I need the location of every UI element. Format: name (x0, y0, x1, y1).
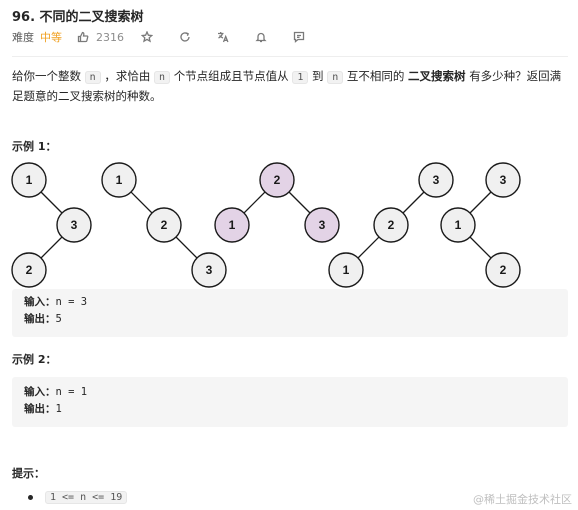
watermark: @稀土掘金技术社区 (473, 493, 572, 506)
bst-tree-3: 2 1 3 (214, 162, 340, 243)
tree-node-label: 2 (161, 218, 168, 232)
bst-tree-1: 1 3 2 (11, 162, 92, 288)
desc-text: ，求恰由 (104, 69, 151, 83)
tree-node-label: 2 (388, 218, 395, 232)
bst-tree-4: 3 2 1 (328, 162, 454, 288)
example-output-line: 输出：1 (24, 401, 556, 418)
bullet-icon (28, 495, 33, 500)
tree-node (485, 162, 521, 198)
output-value: 5 (55, 313, 62, 325)
tree-node-label: 2 (274, 173, 281, 187)
like-count: 2316 (96, 30, 124, 44)
tree-node (373, 207, 409, 243)
difficulty-value: 中等 (40, 31, 62, 44)
tree-node (101, 162, 137, 198)
desc-text: 给你一个整数 (12, 69, 81, 83)
example-output-line: 输出：5 (24, 311, 556, 328)
tree-node-label: 1 (26, 173, 33, 187)
input-key: 输入： (24, 296, 56, 308)
tree-node-label: 3 (433, 173, 440, 187)
bst-diagram: 1 3 2 1 2 3 2 1 3 3 2 1 (11, 162, 521, 288)
tree-node-label: 3 (319, 218, 326, 232)
problem-description: 给你一个整数 n ，求恰由 n 个节点组成且节点值从 1 到 n 互不相同的 二… (12, 67, 568, 106)
tree-node (440, 207, 476, 243)
inline-code: n (154, 71, 171, 84)
tree-node (56, 207, 92, 243)
tree-node-label: 1 (116, 173, 123, 187)
inline-code: 1 (292, 71, 309, 84)
desc-text: 到 (312, 69, 324, 83)
desc-text: 个节点组成且节点值从 (173, 69, 289, 83)
tree-node-label: 1 (455, 218, 462, 232)
bst-tree-5: 3 1 2 (440, 162, 521, 288)
output-key: 输出： (24, 403, 56, 415)
tree-node-label: 2 (26, 263, 33, 277)
bell-icon[interactable] (254, 30, 268, 44)
thumbs-up-icon[interactable] (76, 30, 90, 44)
header-divider (12, 56, 568, 57)
problem-meta: 难度 中等 2316 (12, 29, 330, 45)
input-value: n = 3 (55, 296, 88, 308)
translate-icon[interactable] (216, 30, 230, 44)
tree-node (11, 252, 47, 288)
bst-tree-2: 1 2 3 (101, 162, 227, 288)
desc-bold: 二叉搜索树 (408, 69, 466, 83)
input-value: n = 1 (55, 386, 88, 398)
inline-code: n (84, 71, 101, 84)
problem-title: 96. 不同的二叉搜索树 (12, 10, 144, 25)
star-icon[interactable] (140, 30, 154, 44)
hint-item: 1 <= n <= 19 (28, 491, 128, 504)
example-1-io: 输入：n = 3 输出：5 (12, 289, 568, 337)
hint-constraint: 1 <= n <= 19 (45, 491, 128, 504)
tree-node-highlighted (304, 207, 340, 243)
tree-node-highlighted (259, 162, 295, 198)
tree-node (146, 207, 182, 243)
tree-node-label: 1 (229, 218, 236, 232)
tree-node-label: 3 (206, 263, 213, 277)
share-icon[interactable] (178, 30, 192, 44)
comment-icon[interactable] (292, 30, 306, 44)
example-1-label: 示例 1： (12, 140, 57, 153)
example-2-label: 示例 2： (12, 353, 57, 366)
tree-node-label: 1 (343, 263, 350, 277)
example-2-io: 输入：n = 1 输出：1 (12, 377, 568, 427)
tree-node (328, 252, 364, 288)
desc-text: 互不相同的 (346, 69, 405, 83)
tree-node (485, 252, 521, 288)
example-input-line: 输入：n = 1 (24, 384, 556, 401)
tree-node-label: 3 (71, 218, 78, 232)
desc-text: 有多少种？返回满足题意的二叉搜索树的种数。 (12, 69, 562, 103)
example-input-line: 输入：n = 3 (24, 294, 556, 311)
input-key: 输入： (24, 386, 56, 398)
tree-node-label: 3 (500, 173, 507, 187)
inline-code: n (327, 71, 344, 84)
output-key: 输出： (24, 313, 56, 325)
difficulty-label: 难度 (12, 31, 34, 44)
tree-node (11, 162, 47, 198)
tree-node-highlighted (214, 207, 250, 243)
tree-node (191, 252, 227, 288)
hints-label: 提示： (12, 467, 45, 480)
tree-node-label: 2 (500, 263, 507, 277)
output-value: 1 (55, 403, 62, 415)
tree-node (418, 162, 454, 198)
